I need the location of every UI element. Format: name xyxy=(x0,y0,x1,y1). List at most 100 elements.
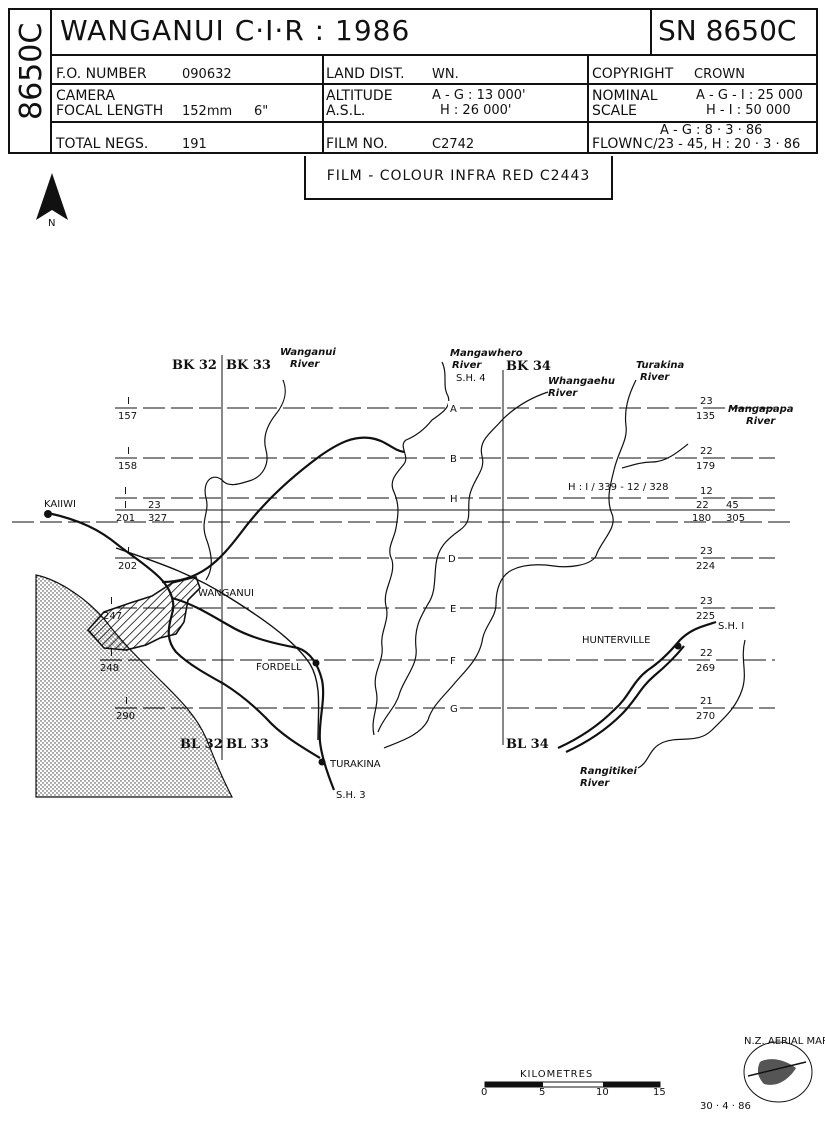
run-h-note: H : I / 339 - 12 / 328 xyxy=(568,482,669,493)
focal-length-label: FOCAL LENGTH xyxy=(56,103,164,119)
altitude-label: ALTITUDE xyxy=(326,88,393,104)
road-sh4: S.H. 4 xyxy=(456,373,486,384)
frame-f-right-top: 22 xyxy=(700,648,713,659)
divider xyxy=(50,10,52,152)
issue-date: 30 · 4 · 86 xyxy=(700,1101,751,1112)
frame-f-right: 269 xyxy=(696,663,715,674)
film-no-label: FILM NO. xyxy=(326,136,388,152)
frame-h-left-top: I xyxy=(124,486,127,497)
frame-b-right-top: 22 xyxy=(700,446,713,457)
frame-a-right-top: 23 xyxy=(700,396,713,407)
frame-a-right: 135 xyxy=(696,411,715,422)
sheet-number: SN 8650C xyxy=(658,14,797,47)
frame-c-left-top: I xyxy=(124,500,127,511)
frame-h-left: 201 xyxy=(116,513,135,524)
frame-c-left: 23 xyxy=(148,500,161,511)
frame-d-left: 202 xyxy=(118,561,137,572)
frame-f-left-top: I xyxy=(110,648,113,659)
flown-ag: A - G : 8 · 3 · 86 xyxy=(660,123,763,138)
block-bl34: BL 34 xyxy=(506,737,549,752)
total-negs: 191 xyxy=(182,137,207,152)
frame-g-left-top: I xyxy=(125,696,128,707)
road-sh3: S.H. 3 xyxy=(336,790,366,801)
place-wanganui: WANGANUI xyxy=(198,588,254,599)
frame-c-right-top: 22 xyxy=(696,500,709,511)
frame-b-right: 179 xyxy=(696,461,715,472)
logo-text: N.Z. AERIAL MAPPING LTD. xyxy=(744,1036,825,1047)
frame-b-left-top: I xyxy=(127,446,130,457)
scale-h: H - I : 50 000 xyxy=(706,103,791,118)
sheet-header: 8650C WANGANUI C·I·R : 1986 SN 8650C F.O… xyxy=(8,8,818,154)
flown-c: C/23 - 45, H : 20 · 3 · 86 xyxy=(644,137,801,152)
frame-c-right: 45 xyxy=(726,500,739,511)
run-h: H xyxy=(450,494,458,505)
place-hunterville: HUNTERVILLE xyxy=(582,635,650,646)
sea-area xyxy=(35,574,233,798)
frame-e-right: 225 xyxy=(696,611,715,622)
north-label: N xyxy=(48,218,55,229)
river-mangapapa-name: Mangapapa xyxy=(728,404,794,415)
divider xyxy=(587,56,589,152)
frame-f-left: 248 xyxy=(100,663,119,674)
asl-label: A.S.L. xyxy=(326,103,366,119)
scale-label: SCALE xyxy=(592,103,637,119)
altitude-h: H : 26 000' xyxy=(440,103,512,118)
river-rangitikei-word: River xyxy=(580,778,610,789)
frame-d-right: 224 xyxy=(696,561,715,572)
altitude-ag: A - G : 13 000' xyxy=(432,88,526,103)
divider xyxy=(650,10,652,56)
river-whangaehu-name: Whangaehu xyxy=(548,376,615,387)
river-mangawhero-name: Mangawhero xyxy=(450,348,523,359)
focal-length-inches: 6" xyxy=(254,104,269,119)
scale-tick-15: 15 xyxy=(653,1087,666,1098)
river-mangapapa-word: River xyxy=(746,416,776,427)
frame-g-right-top: 21 xyxy=(700,696,713,707)
frame-a-left-top: I xyxy=(127,396,130,407)
block-bk33: BK 33 xyxy=(226,358,271,373)
nominal-label: NOMINAL xyxy=(592,88,658,104)
divider xyxy=(50,54,816,56)
river-wanganui-name: Wanganui xyxy=(280,347,336,358)
river-turakina-word: River xyxy=(640,372,670,383)
block-bk34: BK 34 xyxy=(506,359,551,374)
town-markers xyxy=(44,510,682,766)
copyright: CROWN xyxy=(694,67,745,82)
scale-tick-10: 10 xyxy=(596,1087,609,1098)
place-turakina: TURAKINA xyxy=(329,759,381,770)
block-bk32: BK 32 xyxy=(172,358,217,373)
scale-bar xyxy=(484,1081,661,1088)
divider xyxy=(322,56,324,152)
land-dist-label: LAND DIST. xyxy=(326,66,405,82)
scale-tick-5: 5 xyxy=(539,1087,546,1098)
frame-e-left-top: I xyxy=(110,596,113,607)
scale-ag: A - G - I : 25 000 xyxy=(696,88,803,103)
block-boundaries xyxy=(221,355,504,760)
camera-label: CAMERA xyxy=(56,88,116,104)
river-rangitikei-name: Rangitikei xyxy=(580,766,637,777)
place-fordell: FORDELL xyxy=(256,662,302,673)
divider xyxy=(50,83,816,85)
land-dist: WN. xyxy=(432,67,459,82)
scale-title: KILOMETRES xyxy=(520,1069,594,1080)
run-a: A xyxy=(450,404,457,415)
frame-h-left-end: 327 xyxy=(148,513,167,524)
frame-d-left-top: I xyxy=(127,546,130,557)
frame-h-right-top: 12 xyxy=(700,486,713,497)
frame-g-right: 270 xyxy=(696,711,715,722)
run-f: F xyxy=(450,656,456,667)
film-no: C2742 xyxy=(432,137,475,152)
run-d: D xyxy=(448,554,456,565)
frame-g-left: 290 xyxy=(116,711,135,722)
frame-c-right-end: 305 xyxy=(726,513,745,524)
frame-h-right: 180 xyxy=(692,513,711,524)
block-bl32: BL 32 xyxy=(180,737,223,752)
copyright-label: COPYRIGHT xyxy=(592,66,674,82)
flight-runs xyxy=(12,407,790,709)
flown-label: FLOWN xyxy=(592,136,643,152)
run-g: G xyxy=(450,704,458,715)
frame-a-left: 157 xyxy=(118,411,137,422)
frame-d-right-top: 23 xyxy=(700,546,713,557)
river-whangaehu-word: River xyxy=(548,388,578,399)
